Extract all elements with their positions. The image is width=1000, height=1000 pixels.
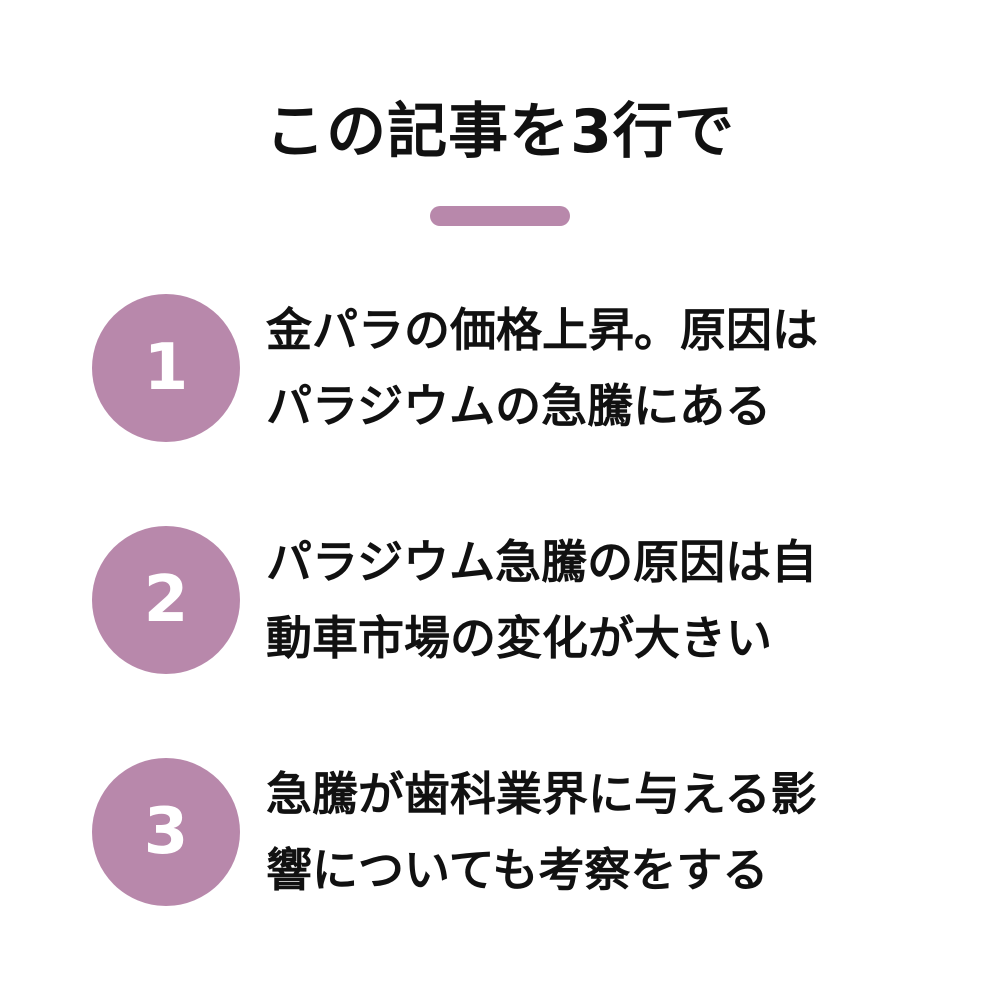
summary-text: パラジウム急騰の原因は自 動車市場の変化が大きい [266, 524, 926, 676]
summary-text-line: パラジウムの急騰にある [266, 379, 772, 433]
summary-text-line: 響についても考察をする [266, 843, 769, 897]
summary-text-line: 金パラの価格上昇。原因は [266, 303, 818, 357]
page-title: この記事を3行で [265, 97, 735, 167]
number-badge: 1 [92, 294, 240, 442]
summary-item-2: 2 パラジウム急騰の原因は自 動車市場の変化が大きい [0, 520, 1000, 680]
number-badge: 2 [92, 526, 240, 674]
summary-item-1: 1 金パラの価格上昇。原因は パラジウムの急騰にある [0, 288, 1000, 448]
number-badge: 3 [92, 758, 240, 906]
summary-item-3: 3 急騰が歯科業界に与える影 響についても考察をする [0, 752, 1000, 912]
summary-text: 金パラの価格上昇。原因は パラジウムの急騰にある [266, 292, 926, 444]
summary-text-line: 急騰が歯科業界に与える影 [266, 767, 817, 821]
title-divider [430, 206, 570, 226]
summary-text: 急騰が歯科業界に与える影 響についても考察をする [266, 756, 926, 908]
summary-text-line: パラジウム急騰の原因は自 [266, 535, 818, 589]
summary-text-line: 動車市場の変化が大きい [266, 611, 772, 665]
